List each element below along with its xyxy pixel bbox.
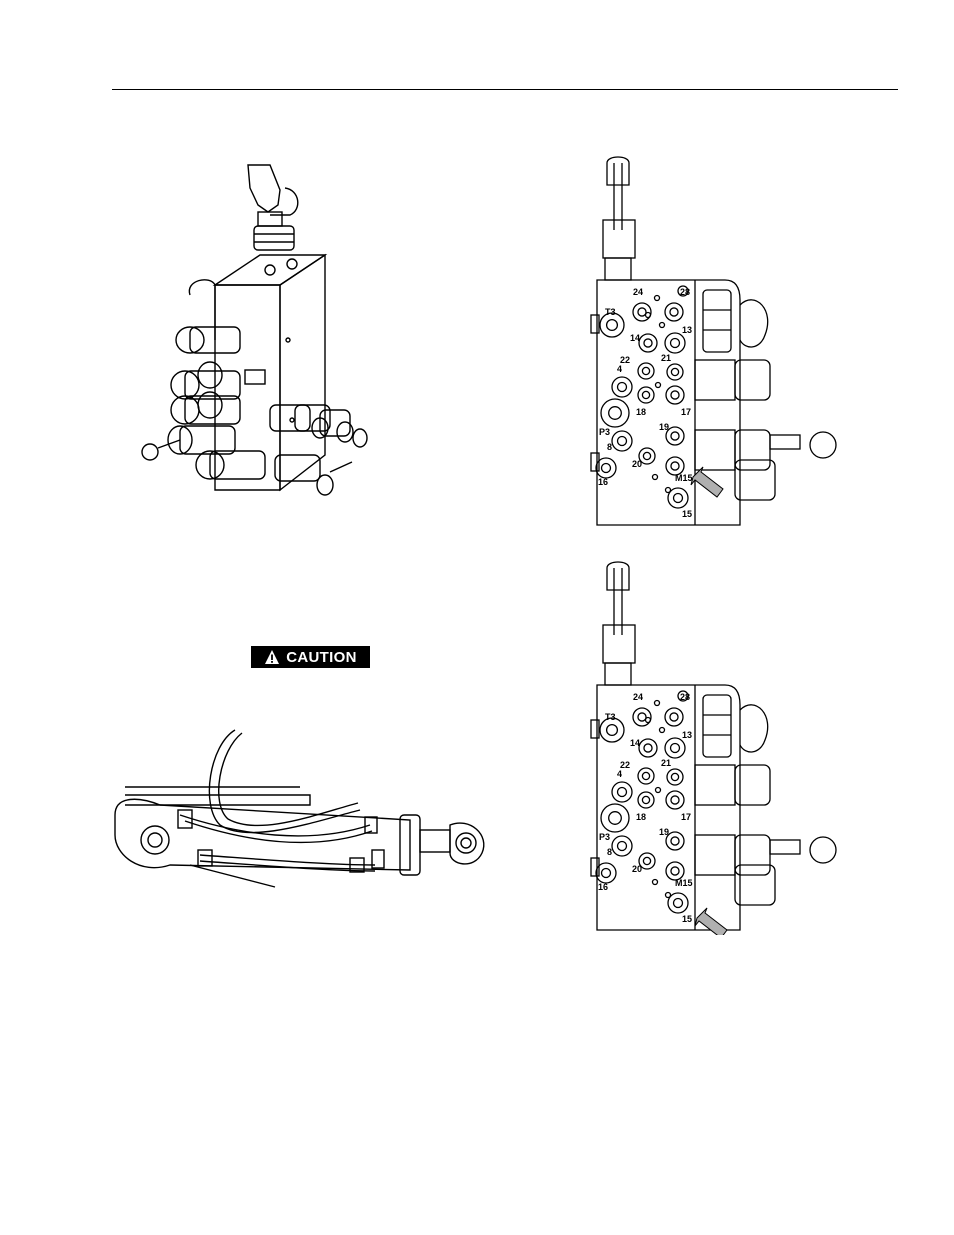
- port-label: P3: [599, 832, 610, 842]
- port-label: 15: [682, 914, 692, 924]
- port-label: 14: [630, 738, 640, 748]
- port-label: 18: [636, 407, 646, 417]
- caution-banner: CAUTION: [251, 646, 370, 668]
- port-label: 24: [633, 692, 643, 702]
- caution-label: CAUTION: [286, 649, 356, 666]
- pointer-arrow-icon: [695, 908, 727, 935]
- port-label: 17: [681, 407, 691, 417]
- port-label: 19: [659, 422, 669, 432]
- port-label: 18: [636, 812, 646, 822]
- port-label: 21: [661, 353, 671, 363]
- port-label: P3: [599, 427, 610, 437]
- port-label: 19: [659, 827, 669, 837]
- port-label: 8: [607, 442, 612, 452]
- port-label: T3: [605, 307, 616, 317]
- valve-manifold-illustration: [130, 160, 380, 500]
- header-rule: [112, 89, 898, 90]
- port-label: 4: [617, 769, 622, 779]
- port-label: 14: [630, 333, 640, 343]
- port-label: 16: [598, 477, 608, 487]
- manifold-linework: [591, 562, 836, 930]
- manifold-linework: [591, 157, 836, 525]
- port-label: M15: [675, 878, 693, 888]
- port-label: 16: [598, 882, 608, 892]
- port-label: 15: [682, 509, 692, 519]
- pointer-arrow-icon: [691, 467, 723, 497]
- port-label: 20: [632, 864, 642, 874]
- port-label: 13: [682, 325, 692, 335]
- port-label: 21: [661, 758, 671, 768]
- port-label: 28: [680, 287, 690, 297]
- port-label: 4: [617, 364, 622, 374]
- port-label: 28: [680, 692, 690, 702]
- port-label: 8: [607, 847, 612, 857]
- port-label: 13: [682, 730, 692, 740]
- port-label: 17: [681, 812, 691, 822]
- port-label: 20: [632, 459, 642, 469]
- port-label: 24: [633, 287, 643, 297]
- warning-triangle-icon: [264, 649, 280, 665]
- port-label: T3: [605, 712, 616, 722]
- port-label: M15: [675, 473, 693, 483]
- hydraulic-cylinder-illustration: [110, 725, 495, 895]
